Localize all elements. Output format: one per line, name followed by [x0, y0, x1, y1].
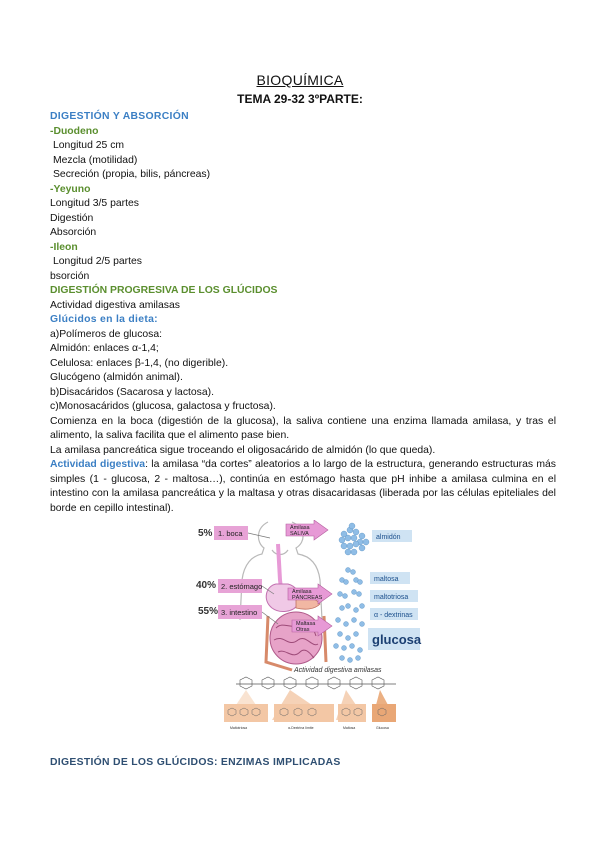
duodeno-item: Longitud 25 cm: [53, 140, 125, 151]
arrow-maltasa: Maltasa Otras: [291, 615, 333, 637]
enzyme-pancreas-1: Amilasa: [292, 589, 313, 595]
enzyme-maltasa-2: Otras: [296, 627, 310, 633]
enzyme-maltasa-1: Maltasa: [296, 621, 316, 627]
dieta-line: Celulosa: enlaces β-1,4, (no digerible).: [50, 357, 229, 369]
digestion-diagram: 5% 1. boca 40% 2. estómago 55% 3. intest…: [196, 519, 422, 730]
dieta-line: b)Disacáridos (Sacarosa y lactosa).: [50, 386, 215, 398]
label-boca: 1. boca: [218, 529, 243, 538]
almidon-box: [372, 530, 412, 542]
bottom-label-maltotriosa: Maltotriosa: [230, 726, 247, 730]
document-body: DIGESTIÓN Y ABSORCIÓN -Duodeno Longitud …: [50, 110, 556, 516]
product-maltosa: maltosa: [374, 576, 399, 583]
paragraph-actividad: Actividad digestiva: la amilasa “da cort…: [50, 458, 556, 516]
page-title: BIOQUÍMICA: [256, 72, 344, 88]
bottom-label-dextrina: α-Dextrina límite: [288, 726, 314, 730]
ileon-item: bsorción: [50, 270, 90, 282]
actividad-text: : la amilasa “da cortes” aleatorios a lo…: [50, 459, 556, 514]
pct-intestino: 55%: [198, 606, 218, 617]
maltotriosa-box: [370, 590, 418, 602]
label-intestino-box: [218, 605, 262, 619]
digestion-figure: 5% 1. boca 40% 2. estómago 55% 3. intest…: [196, 519, 424, 745]
label-estomago-box: [218, 579, 262, 593]
dieta-heading: Glúcidos en la dieta:: [50, 314, 158, 325]
maltosa-box: [370, 572, 410, 584]
ileon-label: -Ileon: [50, 241, 78, 253]
arrow-pancreas: Amilasa PÁNCREAS: [287, 583, 333, 605]
yeyuno-item: Absorción: [50, 227, 97, 238]
product-maltotriosa: maltotriosa: [374, 594, 408, 601]
duodeno-label: -Duodeno: [50, 125, 99, 137]
yeyuno-item: Longitud 3/5 partes: [50, 198, 139, 209]
dieta-line: Glucógeno (almidón animal).: [50, 372, 183, 383]
pointer-estomago: [261, 585, 275, 595]
section-heading-enzimas: DIGESTIÓN DE LOS GLÚCIDOS: ENZIMAS IMPLI…: [50, 757, 341, 768]
section-heading-digestion: DIGESTIÓN Y ABSORCIÓN: [50, 111, 189, 122]
enzyme-pancreas-2: PÁNCREAS: [292, 594, 323, 601]
glucosa-box: [368, 628, 420, 650]
oligosaccharide-dots: [333, 567, 365, 663]
page-subtitle: TEMA 29-32 3ºPARTE:: [237, 92, 363, 106]
bottom-label-glucosa: Glucosa: [376, 726, 389, 730]
product-dextrinas: α - dextrinas: [374, 612, 413, 619]
yeyuno-label: -Yeyuno: [50, 183, 91, 195]
label-boca-box: [214, 526, 248, 540]
product-almidon: almidón: [376, 534, 401, 541]
product-glucosa: glucosa: [372, 632, 422, 647]
section-heading-glucidos: DIGESTIÓN PROGRESIVA DE LOS GLÚCIDOS: [50, 285, 278, 296]
dieta-line: Almidón: enlaces α-1,4;: [50, 343, 159, 354]
duodeno-item: Secreción (propia, bilis, páncreas): [53, 169, 211, 180]
yeyuno-item: Digestión: [50, 212, 94, 224]
dieta-line: a)Polímeros de glucosa:: [50, 328, 163, 340]
bottom-label-maltosa: Maltosa: [343, 726, 355, 730]
almidon-cluster: [338, 522, 370, 556]
duodeno-item: Mezcla (motilidad): [53, 154, 138, 166]
section-intro: Actividad digestiva amilasas: [50, 299, 180, 311]
enzyme-saliva-1: Amilasa: [290, 525, 311, 531]
dieta-line: c)Monosacáridos (glucosa, galactosa y fr…: [50, 401, 276, 412]
arrow-saliva: Amilasa SALIVA: [285, 519, 329, 541]
pct-estomago: 40%: [196, 580, 216, 591]
label-estomago: 2. estómago: [221, 582, 262, 591]
hydrolysis-strip: Maltotriosa α-Dextrina límite Maltosa Gl…: [224, 676, 396, 730]
dextrinas-box: [370, 608, 418, 620]
paragraph-pancreatica: La amilasa pancreática sigue troceando e…: [50, 444, 436, 456]
pointer-intestino: [261, 611, 279, 625]
paragraph-boca: Comienza en la boca (digestión de la glu…: [50, 415, 556, 442]
pct-boca: 5%: [198, 528, 213, 539]
pointer-boca: [247, 532, 271, 539]
ileon-item: Longitud 2/5 partes: [53, 256, 142, 267]
label-intestino: 3. intestino: [221, 608, 257, 617]
figure-caption: Actividad digestiva amilasas: [293, 667, 382, 674]
actividad-lead: Actividad digestiva: [50, 459, 146, 470]
enzyme-saliva-2: SALIVA: [290, 531, 309, 537]
